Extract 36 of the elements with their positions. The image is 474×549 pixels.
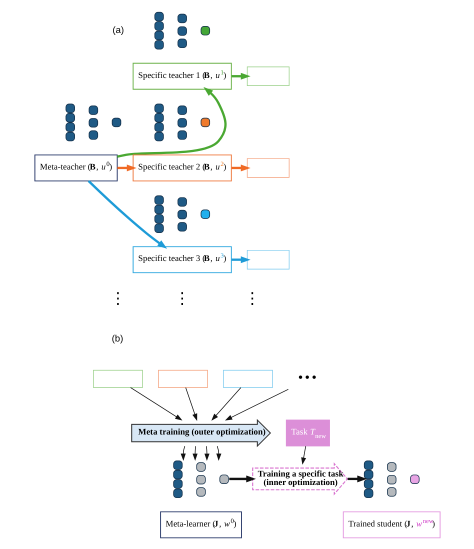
node-box: Meta-teacher (B, u$^{0}$) [34,154,118,182]
arrow [184,387,197,421]
arrow [204,446,209,461]
node-text: ••• [296,370,318,385]
arrow [231,72,250,80]
node-box [158,370,208,388]
arrow [224,388,288,420]
node-box: Trained student (J, w$^{new}$) [342,511,440,538]
node-box [222,370,272,388]
arrow [231,164,250,172]
node-box [92,370,142,388]
label: ⋮ [244,288,260,308]
node-box [246,250,289,270]
arrow [116,87,226,158]
arrow [347,476,366,482]
label: ⋮ [174,288,190,308]
node-box [246,158,289,178]
label: (b) [111,332,123,344]
node-box [246,66,289,86]
node-box: Meta-learner (J, w$^{0}$) [160,511,242,538]
node-box: Task T$_{new}$ [285,420,330,446]
arrow [216,446,221,461]
arrow [228,476,256,482]
arrow [116,164,136,172]
arrow [231,256,250,264]
arrow [192,446,198,461]
arrow [210,387,241,421]
arrow [87,180,167,249]
node-box: Specific teacher 1 (B, u$^{1}$) [132,62,232,90]
arrow [300,446,306,465]
node-box: Specific teacher 3 (B, u$^{3}$) [132,246,232,274]
arrow [180,446,186,461]
arrow [130,387,182,420]
label: ⋮ [110,288,126,308]
label: (a) [112,24,124,35]
node-box: Specific teacher 2 (B, u$^{2}$) [132,154,232,182]
